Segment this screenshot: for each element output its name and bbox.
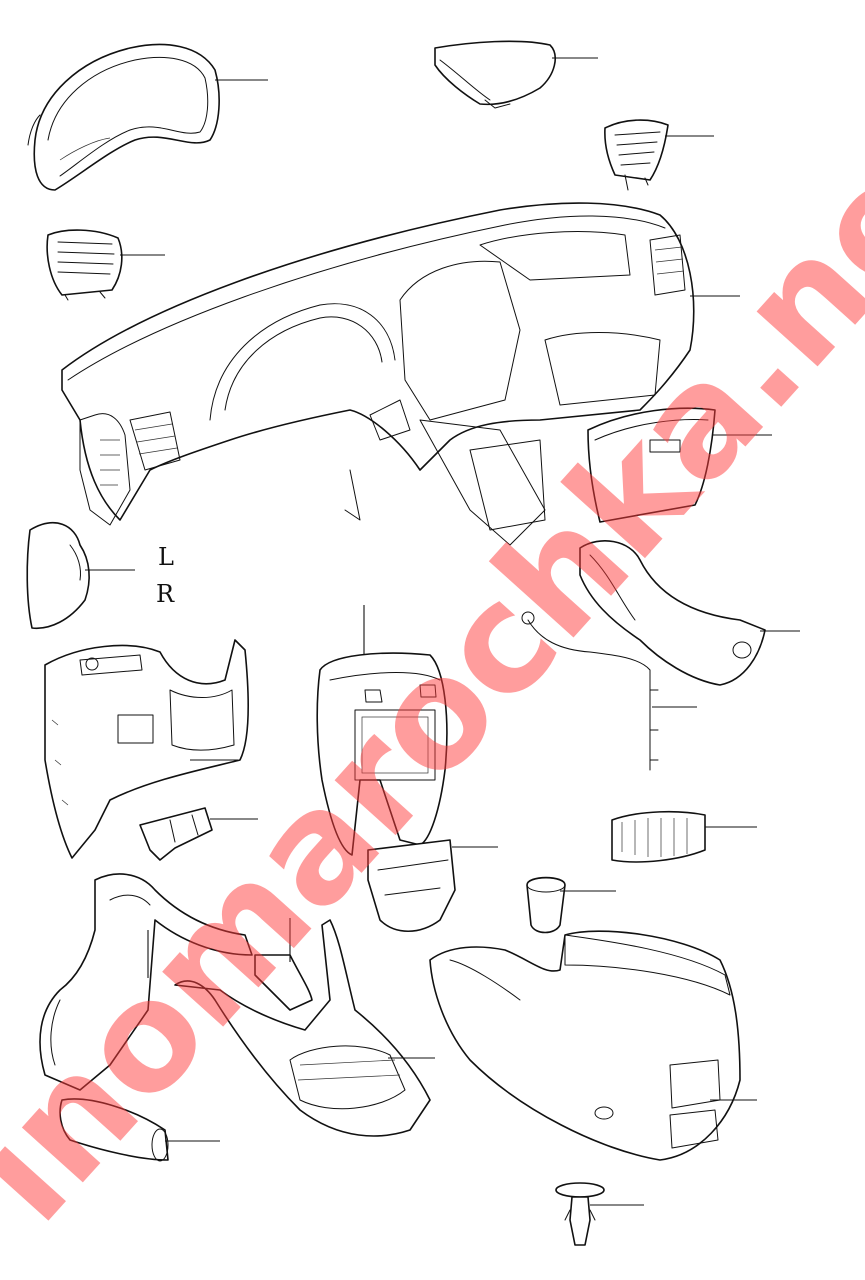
air-duct-left bbox=[39, 873, 253, 1091]
duct-outlet bbox=[59, 1098, 169, 1162]
duct-connector bbox=[254, 954, 313, 1011]
instrument-cluster-hood bbox=[27, 43, 220, 191]
side-label-right: R bbox=[156, 580, 175, 608]
air-vent-left bbox=[46, 229, 123, 301]
armrest-console bbox=[429, 930, 741, 1161]
side-end-cap bbox=[26, 521, 90, 630]
dash-switch-block bbox=[611, 810, 706, 863]
trim-cover-top bbox=[434, 40, 556, 109]
wiring-harness bbox=[521, 611, 659, 771]
air-vent-right bbox=[604, 119, 669, 191]
floor-console-shift-trim bbox=[174, 919, 431, 1137]
push-pin-clip bbox=[555, 1182, 605, 1246]
right-side-trim-panel bbox=[579, 540, 766, 686]
dashboard-panel bbox=[61, 202, 695, 546]
cup-holder bbox=[526, 876, 566, 934]
center-console-bezel bbox=[316, 652, 448, 856]
mounting-bracket bbox=[139, 807, 213, 861]
storage-pocket bbox=[367, 839, 456, 932]
lower-left-dash-panel bbox=[44, 639, 250, 859]
side-label-left: L bbox=[158, 543, 174, 571]
glove-box bbox=[587, 407, 716, 523]
